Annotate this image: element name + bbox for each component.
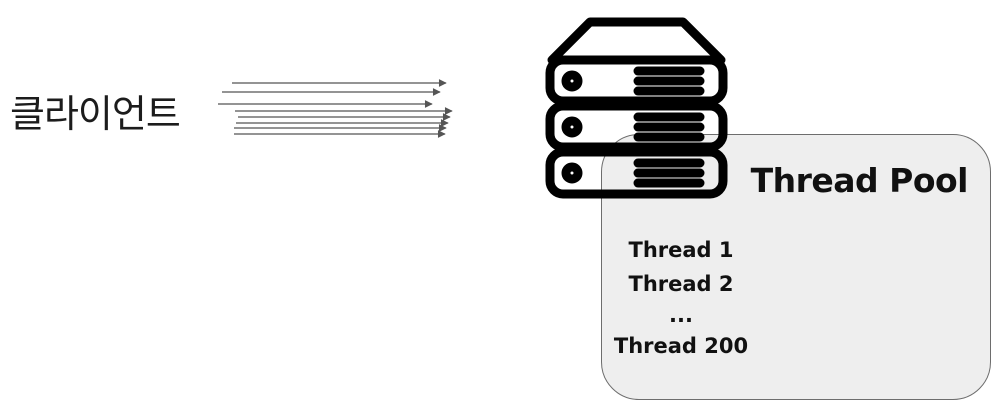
server-led — [561, 70, 583, 92]
server-unit — [545, 55, 728, 106]
server-led — [561, 162, 583, 184]
server-lid — [547, 17, 726, 65]
client-label: 클라이언트 — [10, 92, 181, 136]
server-led — [561, 116, 583, 138]
thread-pool-box: Thread Pool Thread 1 Thread 2 ... Thread… — [601, 134, 991, 400]
thread-pool-title: Thread Pool — [750, 161, 969, 200]
thread-item: Thread 1 — [628, 238, 734, 262]
server-unit — [545, 147, 728, 199]
server-unit — [545, 101, 728, 152]
thread-ellipsis: ... — [669, 303, 693, 327]
thread-item: Thread 200 — [613, 334, 749, 358]
thread-item: Thread 2 — [628, 272, 734, 296]
thread-list: Thread 1 Thread 2 ... Thread 200 — [602, 233, 760, 363]
